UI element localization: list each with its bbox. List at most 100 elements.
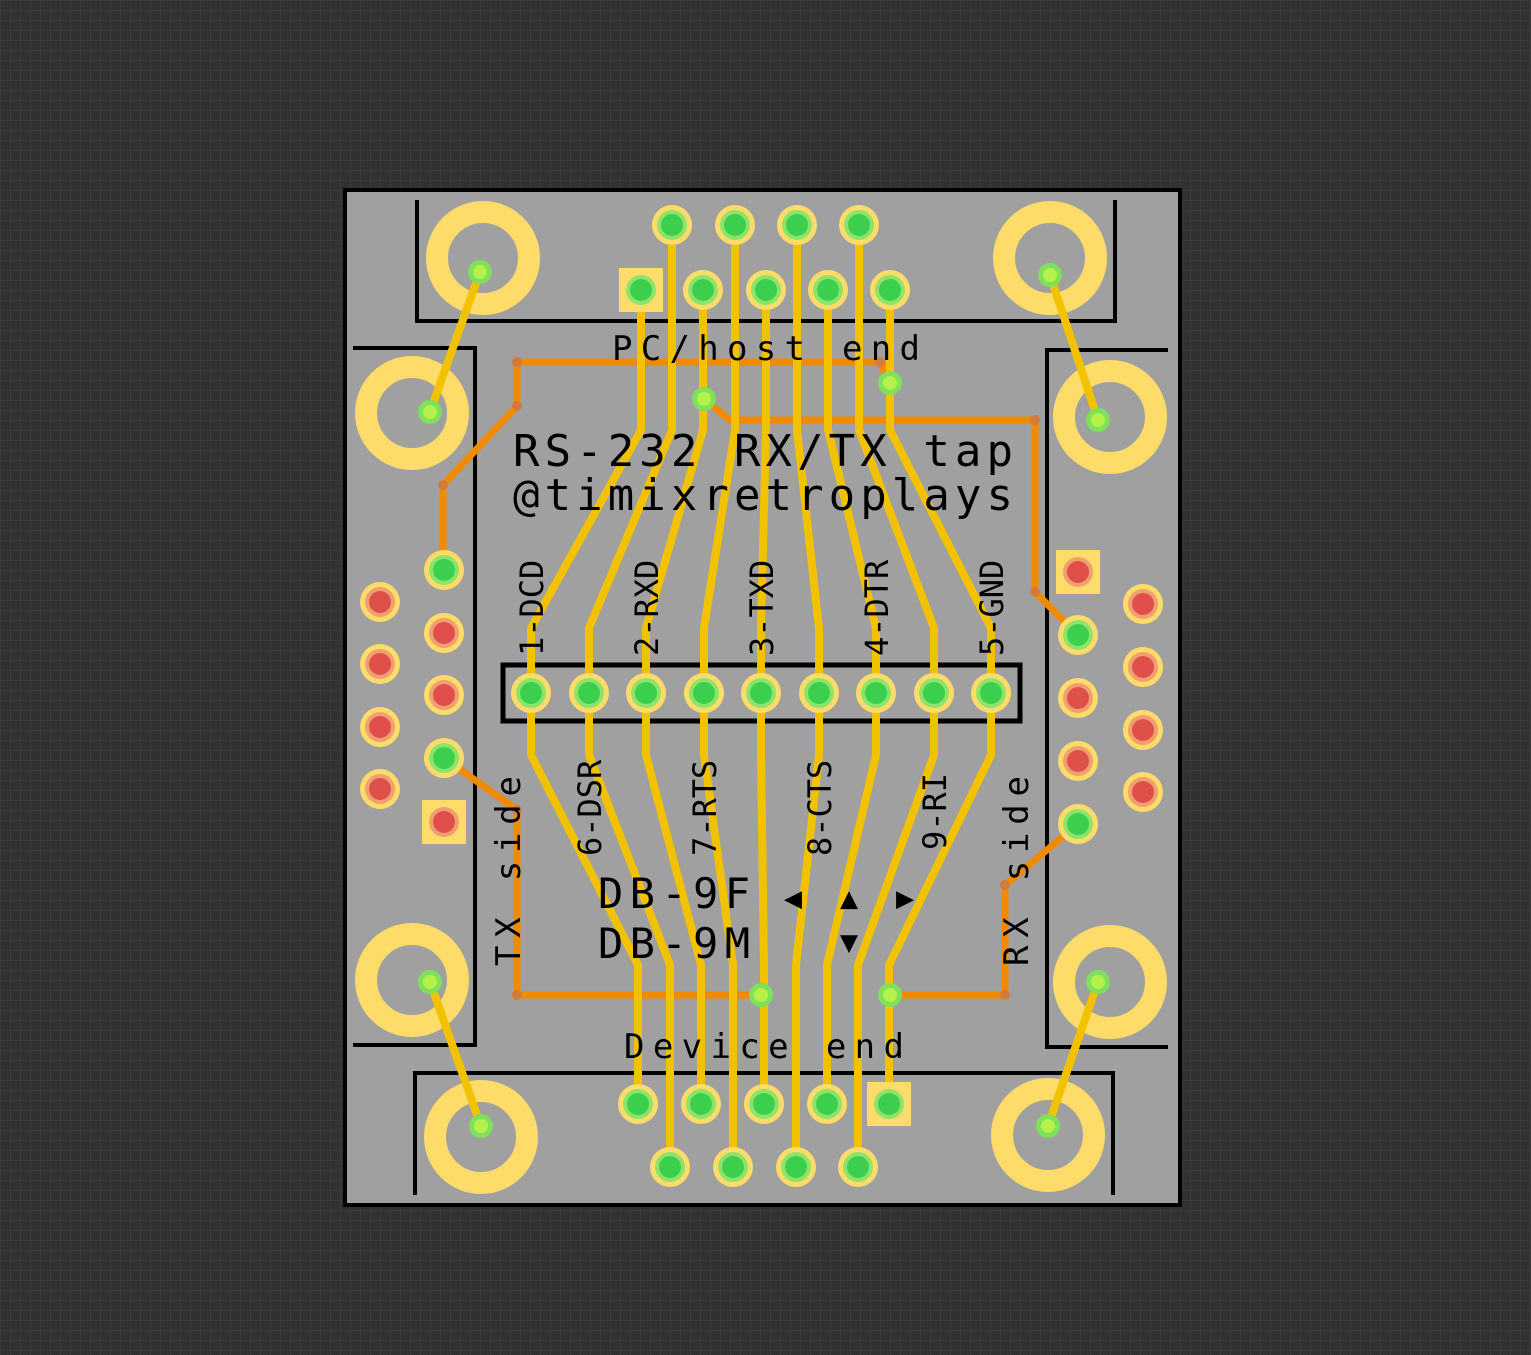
trace-bend bbox=[875, 357, 885, 367]
pad[interactable] bbox=[838, 1147, 878, 1187]
pad[interactable] bbox=[856, 673, 896, 713]
top-trace bbox=[886, 290, 995, 693]
mounting-hole[interactable] bbox=[424, 1080, 538, 1194]
pad[interactable] bbox=[360, 769, 400, 809]
bottom-trace bbox=[439, 362, 521, 570]
pad[interactable] bbox=[1123, 647, 1163, 687]
pin-label: 6-DSR bbox=[571, 759, 609, 856]
pad[interactable] bbox=[511, 673, 551, 713]
pin-label: 2-RXD bbox=[628, 560, 666, 656]
pad[interactable] bbox=[1056, 550, 1100, 594]
arrow-left-icon: ◀ bbox=[784, 881, 802, 916]
via[interactable] bbox=[1086, 408, 1110, 432]
pad[interactable] bbox=[683, 270, 723, 310]
trace-bend bbox=[512, 357, 522, 367]
top-trace bbox=[426, 270, 484, 414]
pad[interactable] bbox=[713, 1147, 753, 1187]
trace-bend bbox=[512, 401, 522, 411]
pad[interactable] bbox=[424, 738, 464, 778]
arrow-right-icon: ▶ bbox=[896, 881, 914, 916]
top-trace bbox=[757, 290, 770, 693]
pad[interactable] bbox=[360, 582, 400, 622]
pad[interactable] bbox=[681, 1084, 721, 1124]
via[interactable] bbox=[692, 387, 716, 411]
pad[interactable] bbox=[746, 270, 786, 310]
pad[interactable] bbox=[618, 1084, 658, 1124]
pin-label: 8-CTS bbox=[801, 760, 839, 856]
top-trace bbox=[823, 693, 880, 1104]
pad[interactable] bbox=[652, 205, 692, 245]
pad[interactable] bbox=[870, 270, 910, 310]
mounting-hole[interactable] bbox=[993, 201, 1107, 315]
pad[interactable] bbox=[799, 673, 839, 713]
pin-label: 4-DTR bbox=[858, 559, 896, 656]
pad[interactable] bbox=[424, 675, 464, 715]
pad[interactable] bbox=[626, 673, 666, 713]
mounting-hole[interactable] bbox=[355, 923, 469, 1037]
mounting-hole[interactable] bbox=[426, 201, 540, 315]
pad[interactable] bbox=[422, 800, 466, 844]
pad[interactable] bbox=[741, 673, 781, 713]
via[interactable] bbox=[1038, 263, 1062, 287]
pad[interactable] bbox=[1058, 804, 1098, 844]
via[interactable] bbox=[468, 260, 492, 284]
pad[interactable] bbox=[1123, 584, 1163, 624]
pad[interactable] bbox=[569, 673, 609, 713]
pad[interactable] bbox=[715, 205, 755, 245]
pad[interactable] bbox=[808, 270, 848, 310]
pin-label: 7-RTS bbox=[686, 760, 724, 856]
via[interactable] bbox=[1086, 970, 1110, 994]
pads bbox=[360, 205, 1163, 1187]
bottom-trace bbox=[890, 821, 1081, 999]
trace-bend bbox=[1030, 415, 1040, 425]
via[interactable] bbox=[418, 400, 442, 424]
via[interactable] bbox=[469, 1114, 493, 1138]
pad[interactable] bbox=[650, 1147, 690, 1187]
top-trace bbox=[642, 693, 705, 1104]
pad[interactable] bbox=[914, 673, 954, 713]
top-trace bbox=[527, 290, 645, 693]
db9f-label: DB-9F bbox=[598, 869, 750, 918]
pad[interactable] bbox=[360, 644, 400, 684]
pad[interactable] bbox=[867, 1082, 911, 1126]
pad[interactable] bbox=[971, 673, 1011, 713]
via[interactable] bbox=[878, 983, 902, 1007]
top-trace bbox=[426, 980, 485, 1128]
via[interactable] bbox=[749, 983, 773, 1007]
pad[interactable] bbox=[684, 673, 724, 713]
top-trace bbox=[885, 693, 995, 1104]
mounting-hole[interactable] bbox=[1053, 360, 1167, 474]
top-layer-traces bbox=[426, 225, 1102, 1167]
via[interactable] bbox=[418, 970, 442, 994]
rx-side-label: RX side bbox=[997, 776, 1037, 966]
pad[interactable] bbox=[424, 613, 464, 653]
pad[interactable] bbox=[1058, 741, 1098, 781]
pad[interactable] bbox=[839, 205, 879, 245]
trace-bend bbox=[438, 480, 448, 490]
pad[interactable] bbox=[619, 268, 663, 312]
db9m-label: DB-9M bbox=[598, 919, 750, 968]
via[interactable] bbox=[878, 371, 902, 395]
pad[interactable] bbox=[1058, 615, 1098, 655]
pad[interactable] bbox=[1123, 772, 1163, 812]
pin-label: 5-GND bbox=[973, 560, 1011, 656]
pad[interactable] bbox=[1123, 710, 1163, 750]
trace-bend bbox=[512, 990, 522, 1000]
pad[interactable] bbox=[744, 1084, 784, 1124]
mounting-hole[interactable] bbox=[991, 1078, 1105, 1192]
pad[interactable] bbox=[807, 1084, 847, 1124]
via[interactable] bbox=[1036, 1114, 1060, 1138]
top-trace bbox=[854, 693, 938, 1167]
arrow-down-icon: ▼ bbox=[840, 925, 858, 960]
top-trace bbox=[642, 290, 707, 693]
top-trace bbox=[585, 693, 674, 1167]
pin-label: 3-TXD bbox=[743, 560, 781, 656]
pad[interactable] bbox=[776, 1147, 816, 1187]
mounting-hole[interactable] bbox=[1053, 925, 1167, 1039]
pad[interactable] bbox=[424, 550, 464, 590]
pad[interactable] bbox=[360, 707, 400, 747]
pad[interactable] bbox=[777, 205, 817, 245]
mounting-hole[interactable] bbox=[355, 356, 469, 470]
pad[interactable] bbox=[1058, 678, 1098, 718]
